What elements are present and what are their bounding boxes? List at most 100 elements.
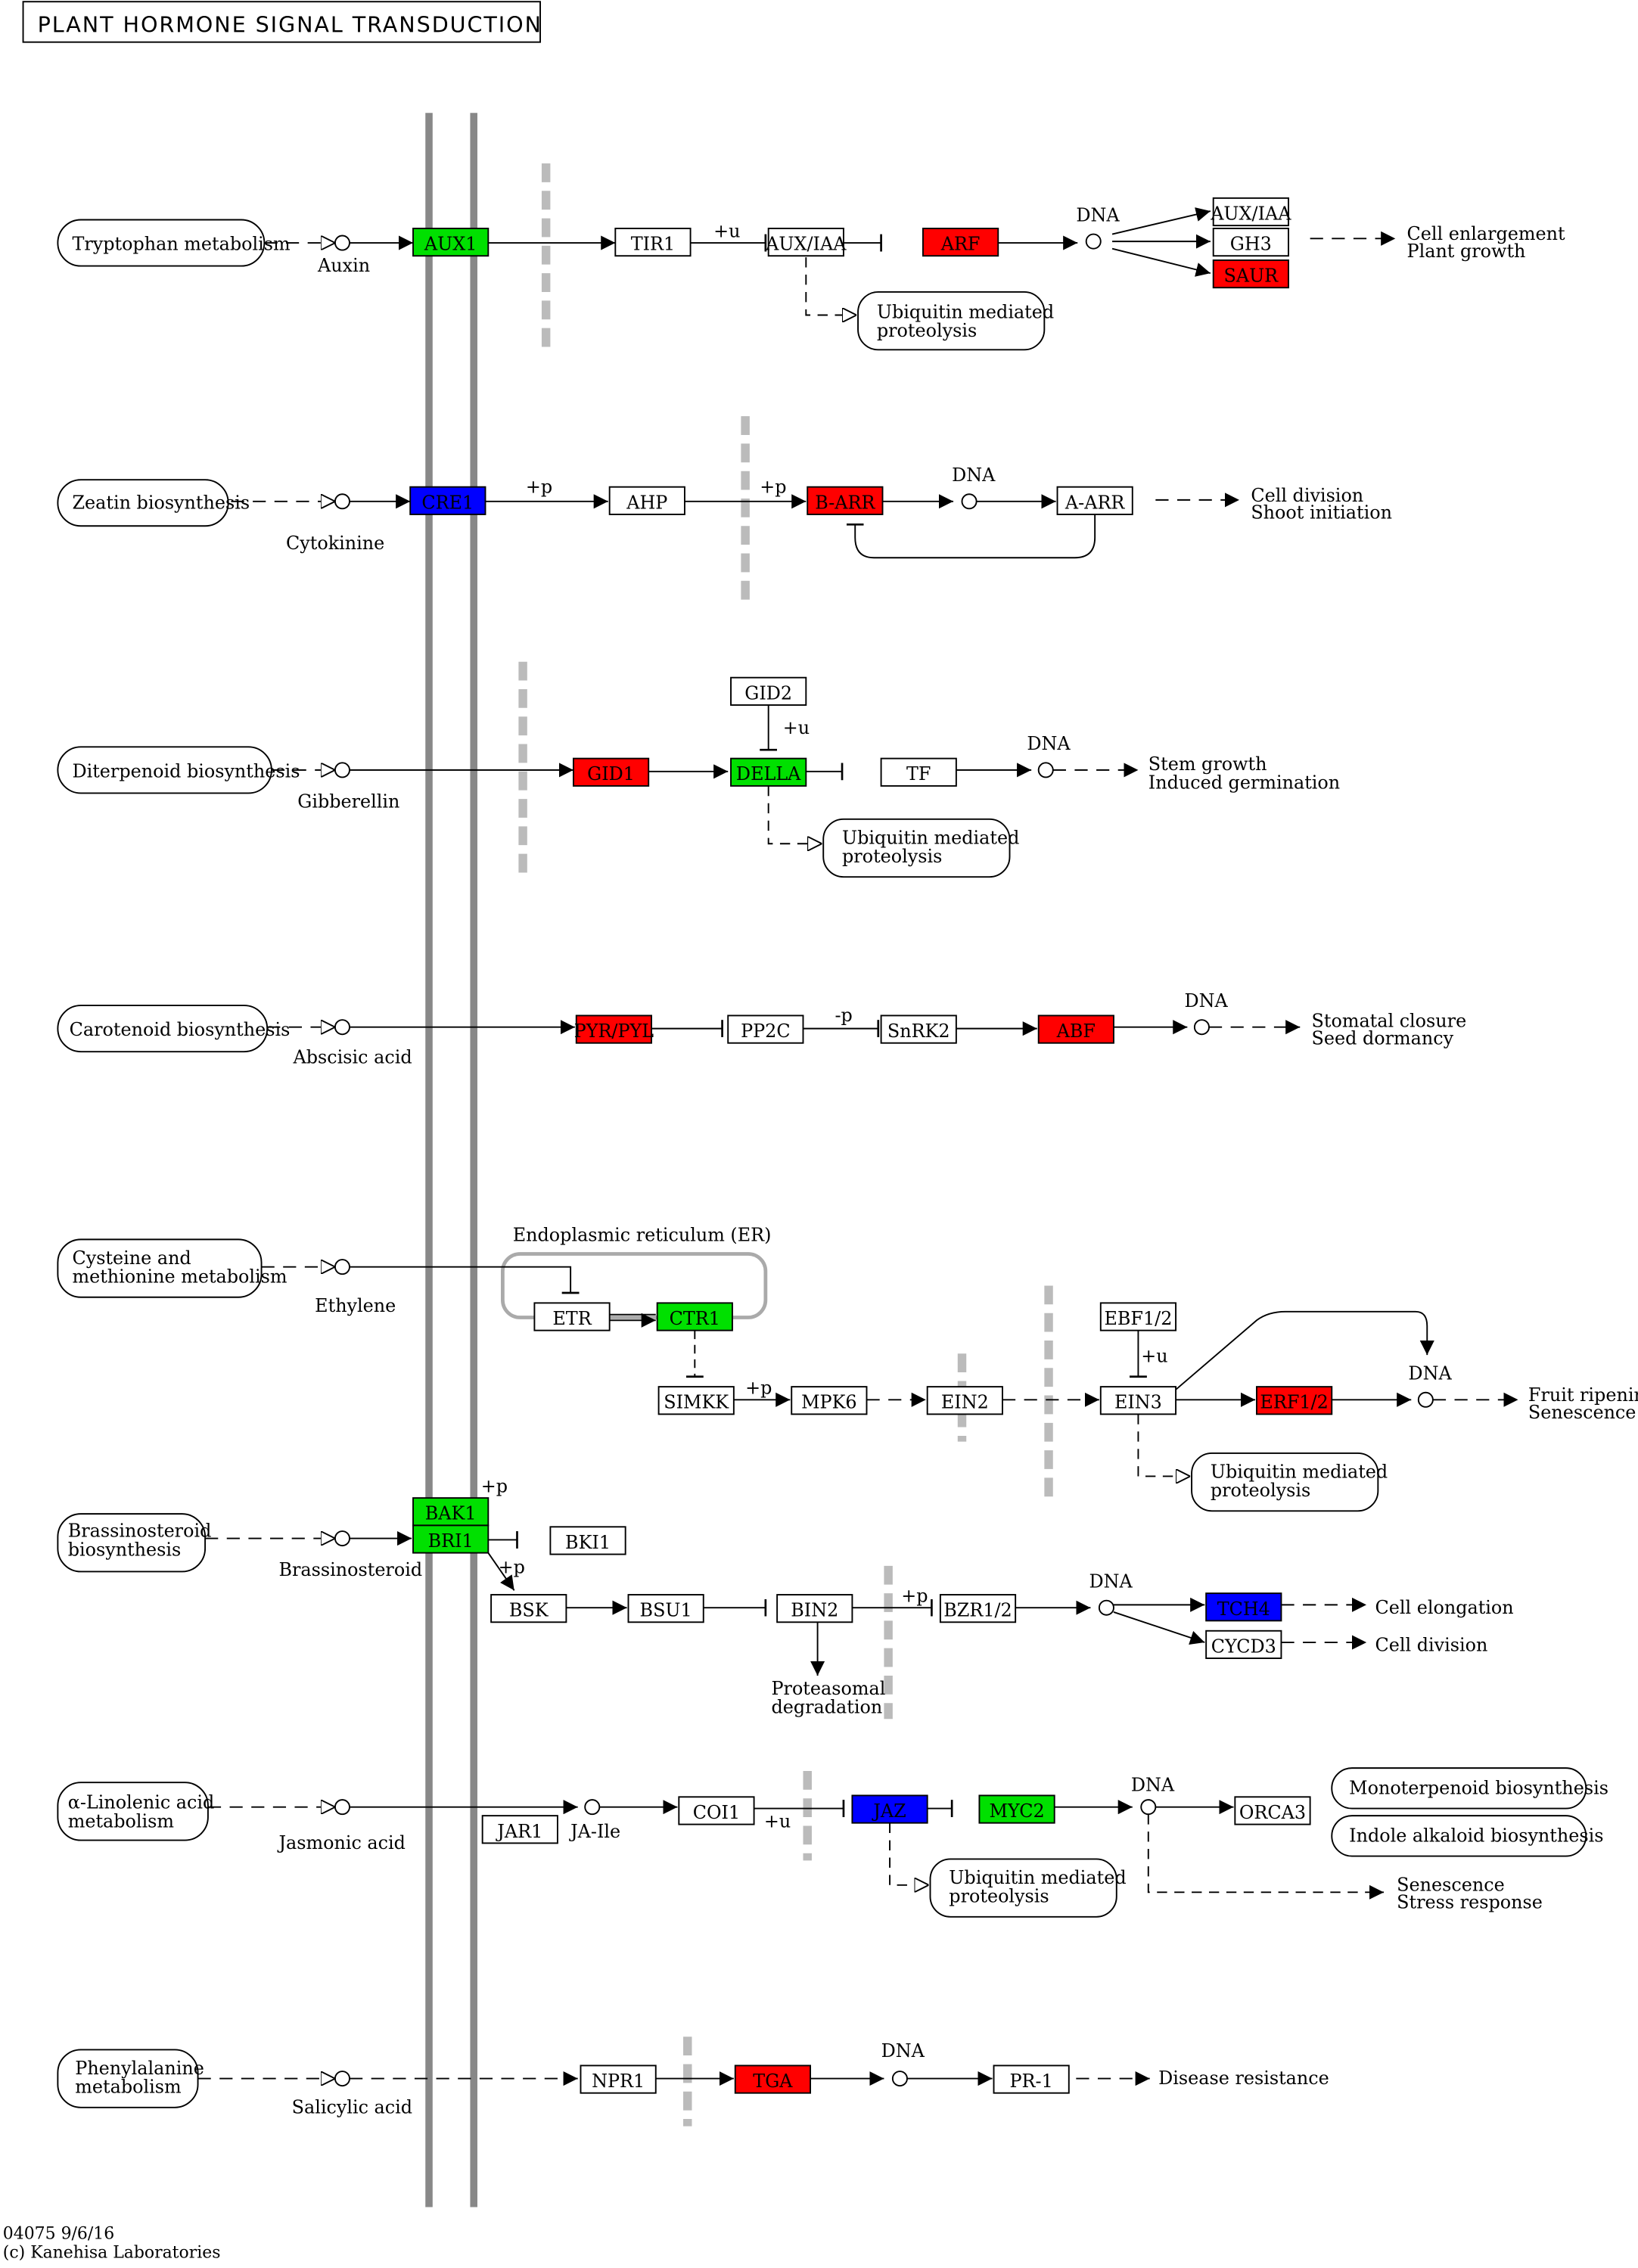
- dna-node-auxin[interactable]: [1085, 233, 1102, 250]
- outcome-seed-dormancy: Seed dormancy: [1312, 1028, 1454, 1049]
- gene-pyr-pyl[interactable]: [575, 1014, 652, 1044]
- compound-abscisic-acid[interactable]: [334, 1019, 350, 1036]
- gene-aux1-label: AUX1: [424, 234, 477, 255]
- compound-brassinosteroid[interactable]: [334, 1530, 350, 1547]
- title-box: [22, 1, 541, 43]
- compound-jasmonic-acid[interactable]: [334, 1799, 350, 1816]
- gene-ctr1[interactable]: [656, 1302, 733, 1331]
- gene-bzr1-2[interactable]: [939, 1594, 1017, 1623]
- dna-label-auxin: DNA: [1076, 204, 1120, 225]
- pathway-indole-label: Indole alkaloid biosynthesis: [1349, 1825, 1603, 1846]
- gene-pp2c-label: PP2C: [741, 1021, 791, 1042]
- ubiquitin-eth-line2: proteolysis: [1211, 1480, 1310, 1501]
- pathway-carotenoid-biosynthesis[interactable]: [57, 1005, 269, 1053]
- pathway-ubiquitin-auxin[interactable]: [857, 290, 1046, 351]
- pathway-ubiquitin-ja[interactable]: [929, 1858, 1117, 1918]
- dna-node-br[interactable]: [1098, 1599, 1114, 1616]
- dna-node-aba[interactable]: [1193, 1019, 1210, 1036]
- dna-node-sa[interactable]: [891, 2071, 908, 2087]
- pathway-linolenic-line2: metabolism: [68, 1810, 174, 1831]
- dna-label-ethylene: DNA: [1408, 1363, 1452, 1384]
- ubiquitin-ja-line1: Ubiquitin mediated: [949, 1867, 1126, 1888]
- pathway-cysteine-methionine-metabolism[interactable]: [57, 1238, 263, 1298]
- gene-tf[interactable]: [880, 757, 957, 787]
- label-minus-p: -p: [835, 1005, 853, 1026]
- gene-simkk[interactable]: [657, 1386, 735, 1415]
- gene-gid1[interactable]: [572, 757, 650, 787]
- dna-node-gibberellin[interactable]: [1037, 762, 1054, 778]
- gene-pr-1-label: PR-1: [1010, 2071, 1053, 2092]
- gene-ein2-label: EIN2: [941, 1392, 989, 1413]
- pathway-zeatin-biosynthesis[interactable]: [57, 479, 229, 527]
- pathway-linolenic-acid-metabolism[interactable]: [57, 1782, 209, 1841]
- outcome-stomatal-closure: Stomatal closure: [1312, 1011, 1467, 1032]
- gene-pr-1[interactable]: [993, 2065, 1070, 2094]
- gene-orca3-label: ORCA3: [1239, 1802, 1306, 1823]
- gene-ahp-label: AHP: [626, 492, 667, 513]
- gene-ein3[interactable]: [1099, 1386, 1177, 1415]
- gene-abf[interactable]: [1037, 1014, 1114, 1044]
- gene-snrk2[interactable]: [880, 1014, 957, 1044]
- gene-bsk[interactable]: [490, 1594, 567, 1623]
- compound-salicylic-acid[interactable]: [334, 2071, 350, 2087]
- gene-a-arr[interactable]: [1056, 486, 1133, 515]
- footer-copyright: (c) Kanehisa Laboratories: [3, 2243, 221, 2262]
- dna-node-ethylene[interactable]: [1417, 1391, 1434, 1408]
- label-plus-u-coi1: +u: [764, 1810, 791, 1831]
- gene-arf[interactable]: [922, 227, 999, 257]
- gene-tga-label: TGA: [753, 2071, 793, 2092]
- gene-tga[interactable]: [734, 2065, 811, 2094]
- compound-ethylene[interactable]: [334, 1259, 350, 1275]
- gene-myc2[interactable]: [978, 1794, 1055, 1824]
- gene-bsu1[interactable]: [627, 1594, 704, 1623]
- outcome-senescence-ja: Senescence: [1397, 1874, 1505, 1895]
- gene-aux-iaa[interactable]: [767, 227, 844, 257]
- gene-aux1[interactable]: [412, 227, 490, 257]
- pathway-indole-alkaloid-biosynthesis[interactable]: [1331, 1815, 1587, 1857]
- label-plus-p-bak1: +p: [481, 1475, 508, 1496]
- dna-label-cytokinin: DNA: [952, 464, 996, 486]
- pathway-brass-line1: Brassinosteroid: [68, 1521, 212, 1542]
- pathway-cysteine-line1: Cysteine and: [72, 1247, 191, 1269]
- gene-tch4[interactable]: [1205, 1592, 1282, 1622]
- outcome-senescence-ethylene: Senescence: [1528, 1402, 1636, 1423]
- gene-bki1[interactable]: [549, 1526, 626, 1555]
- compound-gibberellin[interactable]: [334, 762, 350, 778]
- gene-gid1-label: GID1: [587, 763, 635, 784]
- pathway-cysteine-line2: methionine metabolism: [72, 1266, 287, 1288]
- gene-gh3[interactable]: [1212, 227, 1289, 257]
- outcome-induced-germination: Induced germination: [1148, 772, 1340, 794]
- compound-auxin[interactable]: [334, 235, 350, 251]
- gene-saur[interactable]: [1212, 259, 1289, 289]
- dna-node-ja[interactable]: [1140, 1799, 1157, 1816]
- gene-etr[interactable]: [533, 1302, 611, 1331]
- gene-cre1[interactable]: [409, 486, 486, 515]
- er-compartment: [501, 1252, 768, 1319]
- gene-tf-label: TF: [906, 763, 931, 784]
- gene-mpk6[interactable]: [791, 1386, 868, 1415]
- gene-jar1[interactable]: [481, 1815, 558, 1844]
- proteasomal-line2: degradation: [771, 1697, 882, 1718]
- gene-aux-iaa-target[interactable]: [1212, 197, 1289, 227]
- compound-cytokinine[interactable]: [334, 493, 350, 510]
- pathway-brassinosteroid-biosynthesis[interactable]: [57, 1513, 207, 1573]
- gene-aux-iaa-label: AUX/IAA: [765, 234, 847, 255]
- outcome-cell-division-br: Cell division: [1375, 1634, 1488, 1655]
- compound-ja-ile[interactable]: [584, 1799, 601, 1816]
- gene-bak1[interactable]: [412, 1497, 490, 1527]
- gene-orca3[interactable]: [1234, 1796, 1311, 1825]
- outcome-cell-elongation: Cell elongation: [1375, 1597, 1514, 1618]
- gene-cycd3[interactable]: [1205, 1630, 1282, 1659]
- pathway-monoterpenoid-biosynthesis[interactable]: [1331, 1767, 1587, 1810]
- gene-coi1[interactable]: [678, 1796, 755, 1825]
- compound-abscisic-label: Abscisic acid: [293, 1046, 412, 1067]
- pathway-ubiquitin-ethylene[interactable]: [1191, 1452, 1379, 1512]
- dna-node-cytokinin[interactable]: [961, 493, 978, 510]
- gene-bin2[interactable]: [776, 1594, 853, 1623]
- outcome-stress-response: Stress response: [1397, 1891, 1543, 1912]
- pathway-ubiquitin-gibberellin[interactable]: [822, 818, 1011, 878]
- pathway-phenyl-line2: metabolism: [75, 2077, 181, 2098]
- gene-erf1-2[interactable]: [1256, 1386, 1333, 1415]
- compound-salicylic-label: Salicylic acid: [292, 2096, 412, 2117]
